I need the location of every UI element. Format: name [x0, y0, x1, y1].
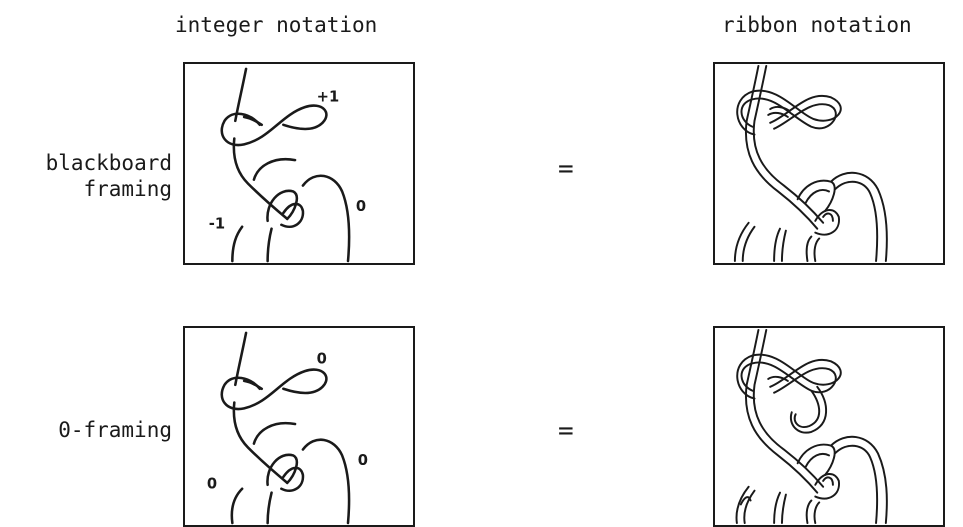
ribbon-blackboard-knot-diagram — [733, 64, 888, 263]
right-arc — [266, 174, 351, 263]
right-arc — [266, 438, 351, 525]
row-label-line1: 0-framing — [58, 418, 172, 442]
vertical-strand-lower — [232, 401, 289, 485]
framing-label-figure-eight: 0 — [317, 350, 327, 367]
vertical-strand — [234, 67, 248, 123]
integer-zero-framing-panel: 0 0 0 — [183, 326, 415, 527]
framing-label-right-arc: 0 — [356, 198, 366, 215]
vertical-strand — [234, 331, 248, 387]
row-label-blackboard-framing: blackboard framing — [0, 150, 172, 202]
figure-eight-dash — [242, 115, 264, 127]
ribbon-zero-framing-panel — [713, 326, 945, 527]
ribbon-zero-framing-knot-diagram — [735, 328, 888, 525]
ribbon-blackboard-panel — [713, 62, 945, 265]
hook-arc — [280, 466, 305, 492]
center-bottom-strand — [266, 227, 273, 263]
equals-sign-row-1: = — [558, 154, 574, 184]
framing-label-figure-eight: +1 — [317, 88, 340, 105]
integer-blackboard-panel: +1 -1 0 — [183, 62, 415, 265]
integer-zero-framing-knot-diagram: 0 0 0 — [207, 331, 368, 525]
vertical-strand-lower — [232, 137, 289, 221]
framing-label-left-strand: -1 — [209, 216, 225, 233]
ribbon-strands — [735, 328, 888, 525]
figure-eight-dash — [242, 379, 264, 391]
left-bottom-strand — [230, 487, 244, 525]
center-bottom-strand — [266, 491, 273, 525]
equals-sign-row-2: = — [558, 416, 574, 446]
integer-blackboard-knot-diagram: +1 -1 0 — [209, 67, 366, 263]
column-header-integer: integer notation — [175, 13, 378, 37]
row-label-line2: framing — [83, 177, 172, 201]
figure-eight-loop — [220, 368, 328, 411]
framing-label-left-strand: 0 — [207, 476, 217, 493]
middle-arc — [252, 421, 297, 445]
middle-arc — [252, 157, 297, 181]
left-bottom-strand — [231, 225, 244, 263]
ribbon-strands — [733, 64, 888, 263]
hook-arc — [280, 202, 305, 229]
row-label-line1: blackboard — [45, 151, 172, 175]
column-header-ribbon: ribbon notation — [722, 13, 912, 37]
row-label-0-framing: 0-framing — [0, 417, 172, 443]
figure-eight-loop — [220, 104, 328, 147]
framing-label-right-arc: 0 — [358, 452, 368, 469]
